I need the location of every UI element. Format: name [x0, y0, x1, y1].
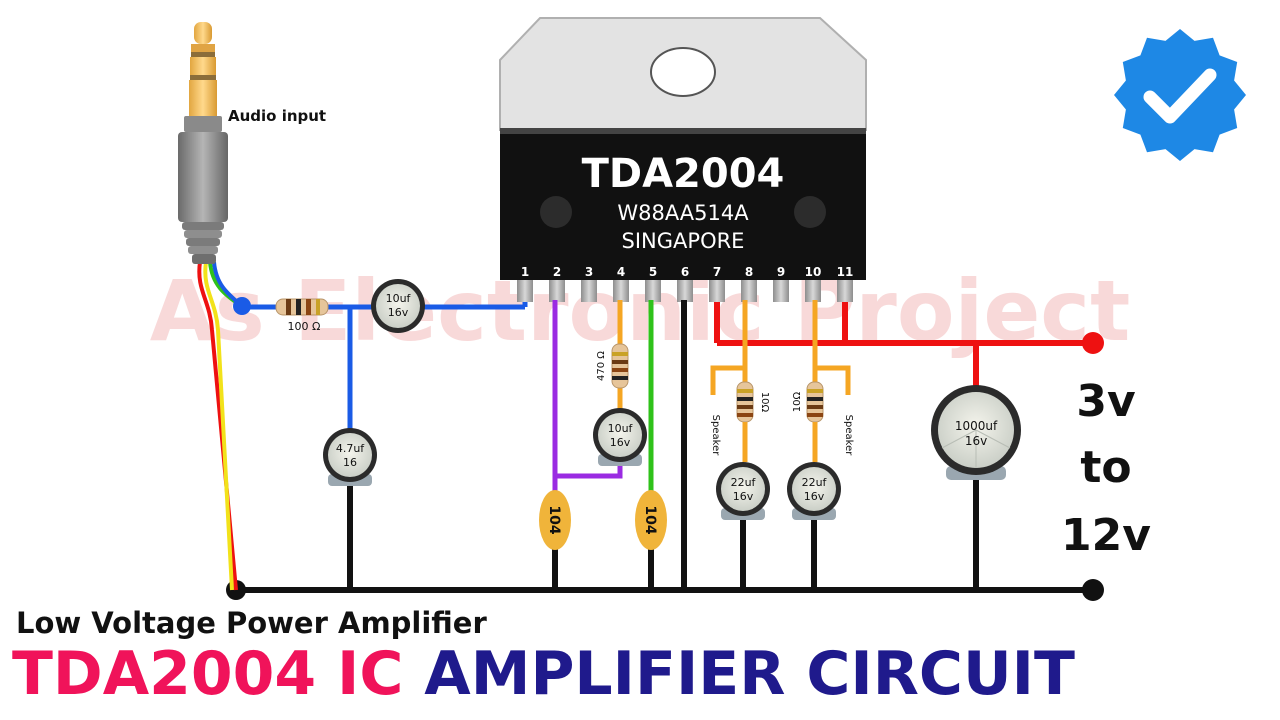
- ic-pin-8: [741, 280, 757, 302]
- bias-capacitor: 4.7uf 16: [323, 428, 377, 486]
- ic-pin-label-10: 10: [805, 265, 822, 279]
- output-resistor-left-label: 10Ω: [759, 392, 770, 413]
- ic-pin-3: [581, 280, 597, 302]
- page-title: TDA2004 IC AMPLIFIER CIRCUIT: [12, 644, 1075, 704]
- title-part-red: TDA2004 IC: [12, 639, 404, 709]
- supply-capacitor: 1000uf 16v: [931, 385, 1021, 480]
- bias-capacitor-voltage: 16: [343, 456, 357, 469]
- supply-voltage-line3: 12v: [1061, 510, 1151, 561]
- title-part-blue: AMPLIFIER CIRCUIT: [424, 639, 1075, 709]
- subtitle: Low Voltage Power Amplifier: [16, 606, 487, 640]
- ic-pin-6: [677, 280, 693, 302]
- ic-pin-label-7: 7: [713, 265, 721, 279]
- ground-terminal-right: [1082, 579, 1104, 601]
- ic-pin-5: [645, 280, 661, 302]
- ic-origin-label: SINGAPORE: [622, 229, 745, 253]
- bias-capacitor-value: 4.7uf: [336, 442, 365, 455]
- ceramic-capacitor-left: 104: [539, 490, 571, 550]
- ic-code-label: W88AA514A: [617, 201, 749, 225]
- ic-pin-1: [517, 280, 533, 302]
- input-resistor: [275, 298, 329, 316]
- ic-pin-7: [709, 280, 725, 302]
- ic-name-label: TDA2004: [582, 151, 785, 197]
- ceramic-capacitor-right-label: 104: [642, 505, 658, 534]
- verified-check-icon: [1114, 29, 1246, 161]
- ic-pin-label-9: 9: [777, 265, 785, 279]
- pin4-resistor-label: 470 Ω: [596, 351, 607, 381]
- pin4-resistor: [611, 343, 629, 389]
- ic-pin-label-6: 6: [681, 265, 689, 279]
- supply-capacitor-voltage: 16v: [965, 434, 987, 448]
- pin4-capacitor: 10uf 16v: [593, 408, 647, 466]
- input-wire-yellow: [203, 261, 234, 591]
- output-resistor-right-label: 10Ω: [792, 391, 803, 412]
- output-capacitor-left-value: 22uf: [731, 476, 757, 489]
- output-resistor-left: [736, 381, 754, 423]
- ic-pins: 1 2 3 4 5 6 7 8 9 10 11: [517, 265, 853, 302]
- ic-pin-11: [837, 280, 853, 302]
- speaker-left-wire: [710, 365, 745, 395]
- ic-mounting-hole: [650, 47, 716, 97]
- audio-jack-plug: [178, 22, 228, 264]
- input-capacitor: 10uf 16v: [371, 279, 425, 333]
- ic-pin-label-3: 3: [585, 265, 593, 279]
- speaker-right-label: Speaker: [843, 415, 854, 457]
- ic-pin-label-4: 4: [617, 265, 625, 279]
- pin4-capacitor-voltage: 16v: [610, 436, 631, 449]
- speaker-left-label: Speaker: [710, 415, 721, 457]
- input-capacitor-value: 10uf: [386, 292, 412, 305]
- audio-input-label: Audio input: [228, 107, 326, 125]
- ic-pin-label-11: 11: [837, 265, 854, 279]
- speaker-right-wire: [815, 365, 851, 395]
- output-capacitor-right-value: 22uf: [802, 476, 828, 489]
- supply-voltage-line2: to: [1080, 442, 1131, 493]
- output-resistor-right: [806, 381, 824, 423]
- ic-pin-label-2: 2: [553, 265, 561, 279]
- ic-pin-9: [773, 280, 789, 302]
- tda2004-ic: [499, 17, 867, 280]
- ic-pin-label-8: 8: [745, 265, 753, 279]
- ic-pin-2: [549, 280, 565, 302]
- supply-capacitor-value: 1000uf: [955, 419, 998, 433]
- ceramic-capacitor-left-label: 104: [546, 505, 562, 534]
- supply-voltage-line1: 3v: [1076, 376, 1136, 427]
- output-capacitor-right: 22uf 16v: [787, 462, 841, 520]
- ic-pin-10: [805, 280, 821, 302]
- input-resistor-label: 100 Ω: [288, 320, 321, 333]
- ic-pin-label-5: 5: [649, 265, 657, 279]
- output-capacitor-left-voltage: 16v: [733, 490, 754, 503]
- output-capacitor-left: 22uf 16v: [716, 462, 770, 520]
- output-capacitor-right-voltage: 16v: [804, 490, 825, 503]
- pin2-wire: [552, 300, 623, 479]
- ic-pin-4: [613, 280, 629, 302]
- supply-terminal: [1082, 332, 1104, 354]
- input-capacitor-voltage: 16v: [388, 306, 409, 319]
- ceramic-capacitor-right: 104: [635, 490, 667, 550]
- pin4-capacitor-value: 10uf: [608, 422, 634, 435]
- input-wire-red: [197, 261, 238, 591]
- ic-pin-label-1: 1: [521, 265, 529, 279]
